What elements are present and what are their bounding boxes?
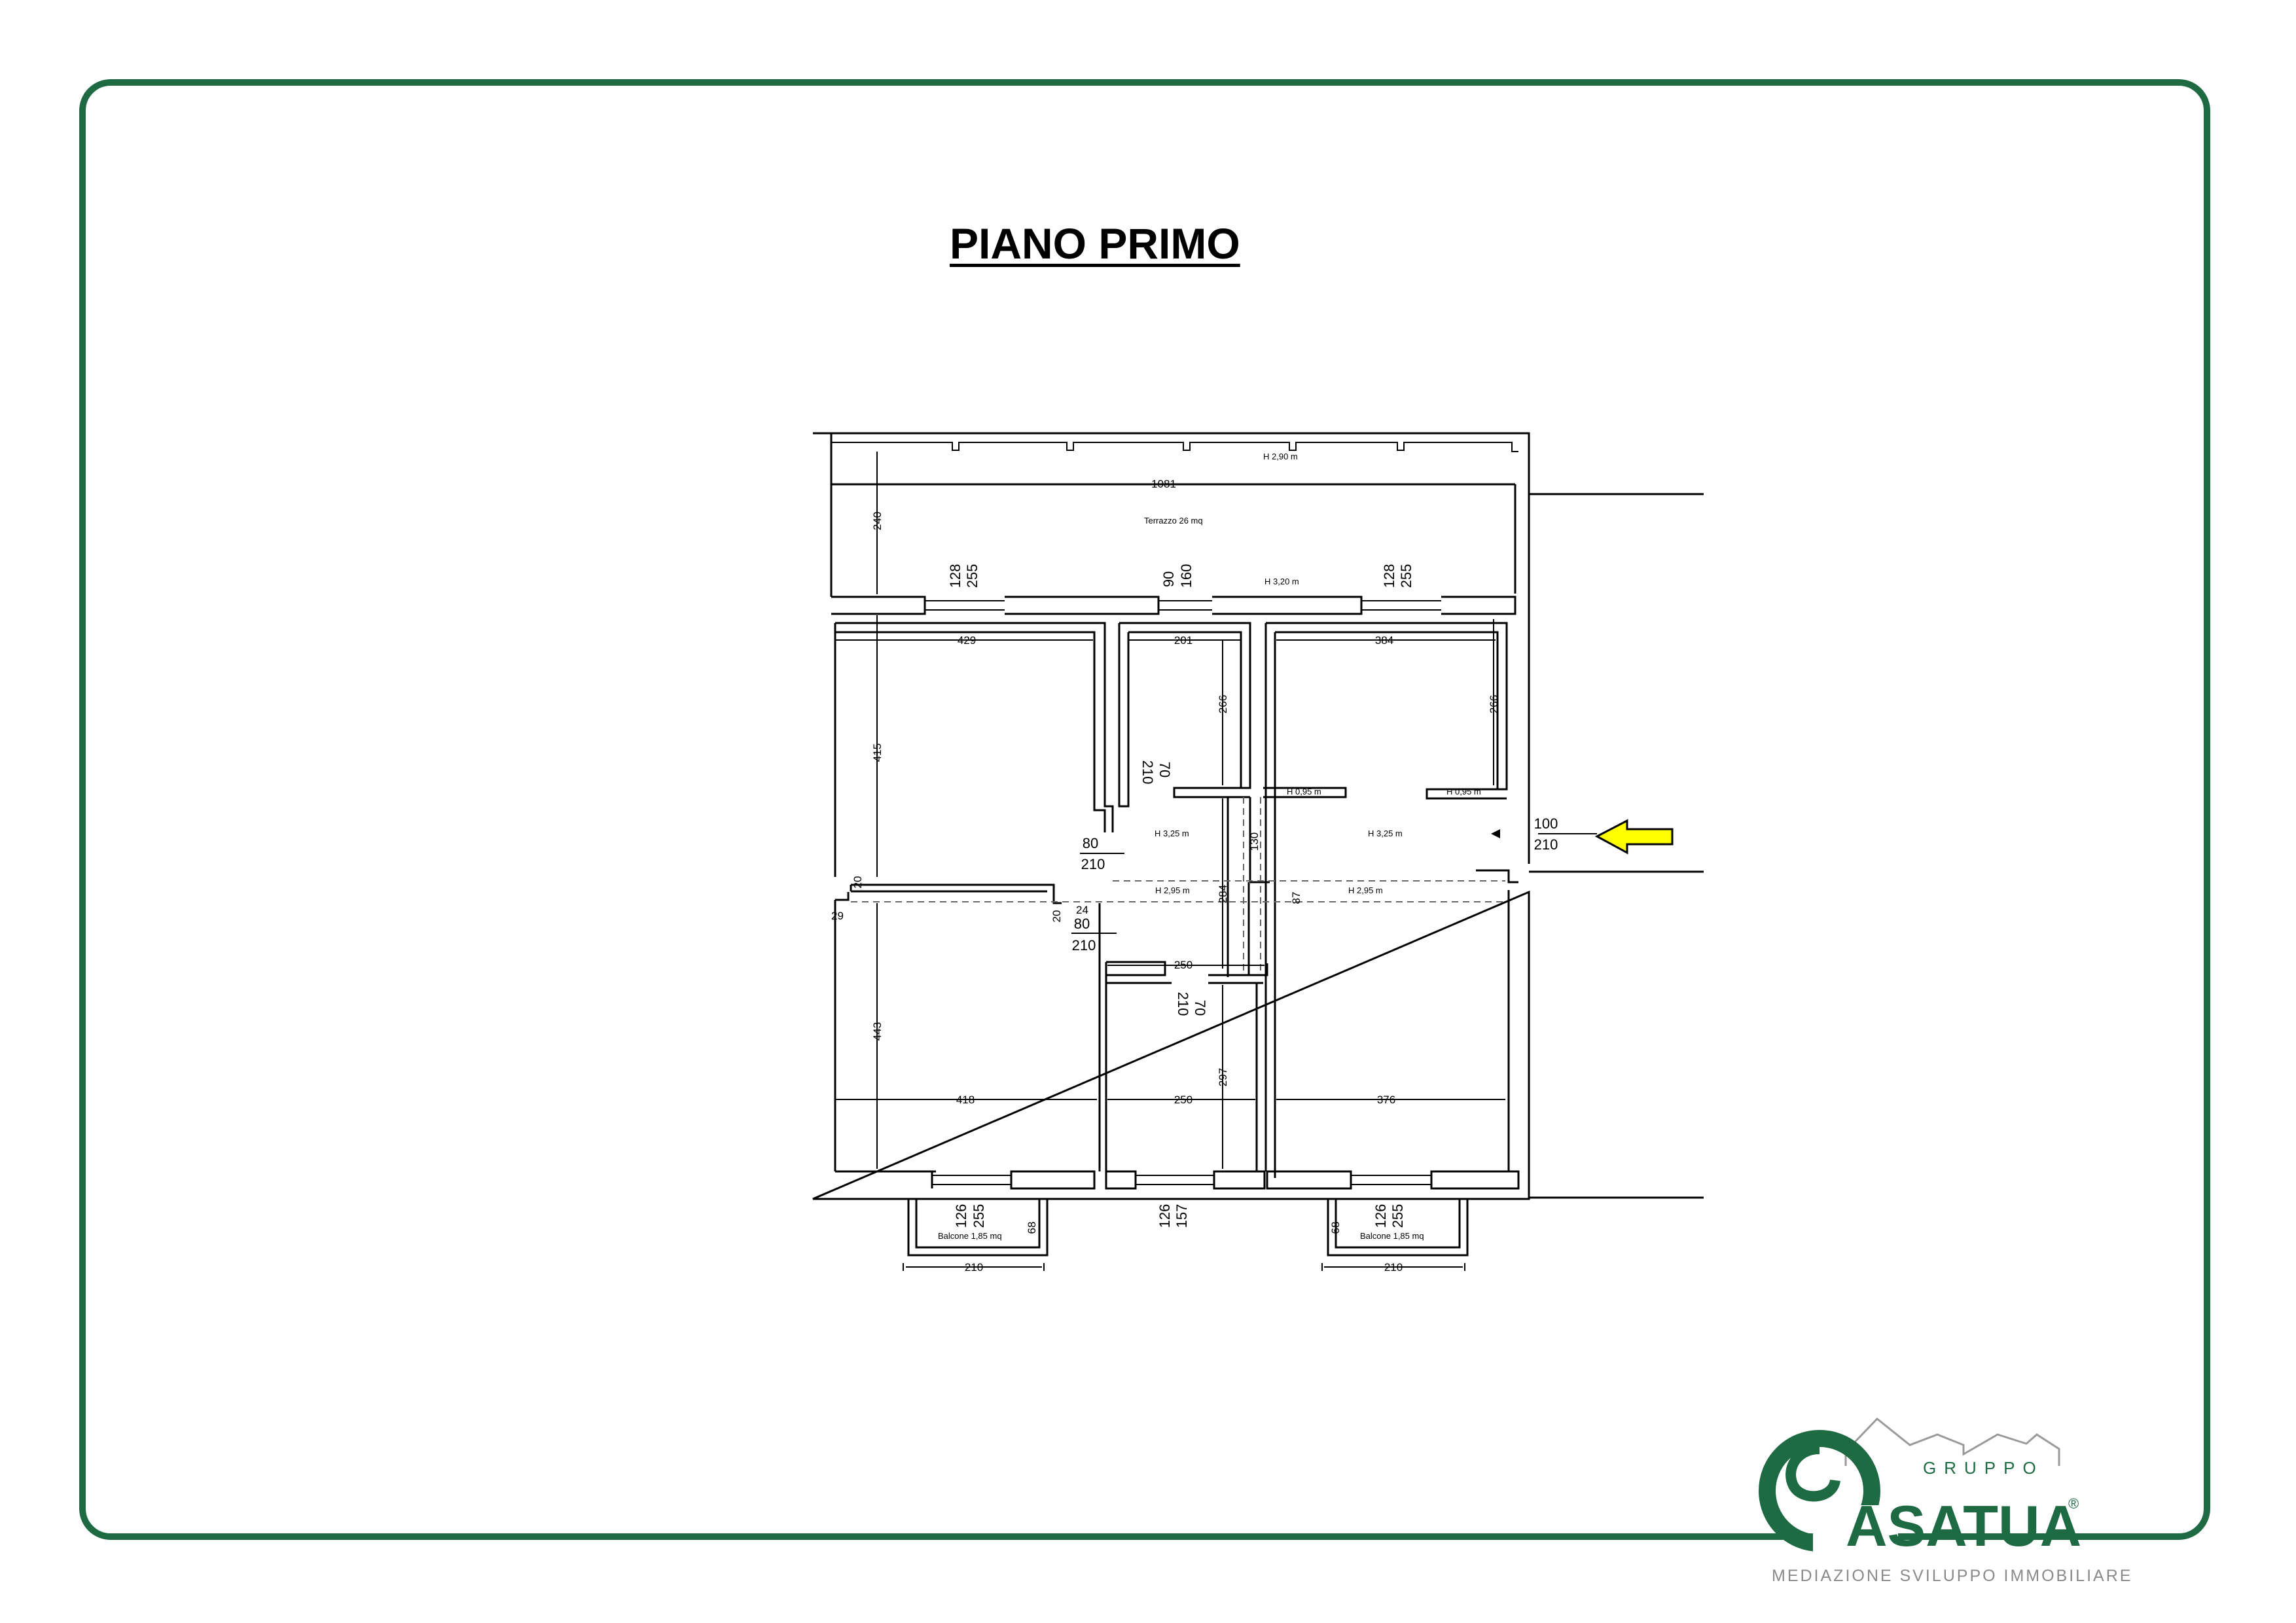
dim-small-20: 20 <box>852 876 864 889</box>
dim-balcony-right-width: 210 <box>1384 1261 1403 1274</box>
dim-small-68a: 68 <box>1026 1222 1038 1234</box>
outer-walls <box>812 432 1704 1200</box>
label-terrace-height: H 2,90 m <box>1263 452 1298 461</box>
height-labels: H 2,90 m H 3,20 m H 3,25 m H 3,25 m H 2,… <box>938 452 1481 1241</box>
opening-win-tr-a: 128 <box>1381 564 1397 588</box>
dim-room-bl-height: 443 <box>871 1022 884 1041</box>
opening-door-bl-a: 80 <box>1074 916 1090 932</box>
page-title: PIANO PRIMO <box>950 219 1240 268</box>
dim-terrace-width: 1081 <box>1151 478 1176 490</box>
opening-entry-a: 100 <box>1534 815 1558 832</box>
opening-door-tm-b: 160 <box>1178 564 1194 588</box>
opening-win-tl-b: 255 <box>964 564 980 588</box>
dim-room-tr-height: 266 <box>1488 695 1500 713</box>
dim-small-68b: 68 <box>1329 1222 1342 1234</box>
opening-door-bm-a: 70 <box>1192 1000 1208 1016</box>
opening-door-bl-b: 210 <box>1072 937 1096 954</box>
opening-win-br-a: 126 <box>1372 1204 1389 1228</box>
logo-registered: ® <box>2068 1495 2079 1512</box>
dimension-lines <box>834 452 1597 1271</box>
dim-right-hall: 87 <box>1290 892 1302 904</box>
dim-room-bl-width: 418 <box>956 1094 975 1106</box>
dim-room-bm-height: 297 <box>1217 1068 1229 1086</box>
opening-win-bm-b: 157 <box>1174 1204 1190 1228</box>
dim-room-tm-width: 201 <box>1174 634 1193 647</box>
lowered-ceiling-lines <box>851 797 1505 975</box>
dim-terrace-depth: 240 <box>871 512 884 530</box>
label-lowered-left: H 2,95 m <box>1155 885 1190 895</box>
dim-room-bm-top: 250 <box>1174 959 1193 971</box>
label-hatch-right: H 0,95 m <box>1446 787 1481 796</box>
label-hatch-mid: H 0,95 m <box>1287 787 1321 796</box>
logo-name: ASATUA <box>1846 1493 2081 1558</box>
opening-win-tr-b: 255 <box>1398 564 1414 588</box>
company-logo: GRUPPO ASATUA ® <box>1759 1417 2081 1558</box>
interior-walls <box>831 596 1520 1190</box>
dim-room-tr-width: 384 <box>1375 634 1393 647</box>
label-balcony-right: Balcone 1,85 mq <box>1360 1231 1424 1241</box>
label-hall-right-height: H 3,25 m <box>1368 829 1403 838</box>
dim-small-20b: 20 <box>1050 910 1063 923</box>
opening-door-bm-b: 210 <box>1175 992 1191 1016</box>
door-labels: 80 210 80 210 100 210 <box>1072 815 1558 954</box>
opening-entry-b: 210 <box>1534 836 1558 853</box>
dim-small-24: 24 <box>1076 904 1088 916</box>
dim-balcony-left-width: 210 <box>965 1261 983 1274</box>
dim-small-29: 29 <box>831 910 844 922</box>
dim-room-tl-width: 429 <box>958 634 976 647</box>
opening-door-bath-b: 210 <box>1139 760 1156 785</box>
label-terrace-area: Terrazzo 26 mq <box>1144 516 1203 526</box>
opening-win-bm-a: 126 <box>1157 1204 1173 1228</box>
opening-door-room-b: 210 <box>1081 856 1105 872</box>
vertical-dimension-labels: 240 415 266 266 443 297 284 130 87 20 20… <box>852 512 1500 1234</box>
label-hall-left-height: H 3,25 m <box>1155 829 1189 838</box>
opening-door-tm-a: 90 <box>1160 571 1177 587</box>
opening-door-room-a: 80 <box>1083 835 1098 851</box>
dim-corridor-height: 284 <box>1217 885 1229 903</box>
page-frame <box>79 79 2210 1540</box>
label-bedrooms-height: H 3,20 m <box>1265 577 1299 586</box>
label-balcony-left: Balcone 1,85 mq <box>938 1231 1002 1241</box>
entry-arrow <box>1491 819 1674 855</box>
dim-room-br-width: 376 <box>1377 1094 1395 1106</box>
logo-house-outline <box>1844 1417 2060 1466</box>
opening-labels: 128 255 90 160 128 255 70 210 70 210 126… <box>947 564 1414 1228</box>
dimension-labels: 1081 429 201 384 418 250 376 250 210 210… <box>831 478 1403 1274</box>
opening-win-tl-a: 128 <box>947 564 963 588</box>
opening-win-br-b: 255 <box>1390 1204 1406 1228</box>
terrace-parapet <box>831 442 1518 452</box>
logo-gruppo: GRUPPO <box>1923 1458 2044 1478</box>
dim-room-tl-height: 415 <box>871 743 884 762</box>
label-lowered-right: H 2,95 m <box>1348 885 1383 895</box>
dim-corridor-width: 130 <box>1248 832 1261 851</box>
balconies <box>907 1199 1469 1257</box>
opening-door-bath-a: 70 <box>1157 762 1173 777</box>
logo-swirl <box>1785 1444 1840 1502</box>
logo-tagline: MEDIAZIONE SVILUPPO IMMOBILIARE <box>1772 1567 2133 1585</box>
window-glazing <box>925 600 1441 1185</box>
opening-win-bl-a: 126 <box>953 1204 969 1228</box>
dim-room-tm-height: 266 <box>1217 695 1229 713</box>
opening-win-bl-b: 255 <box>971 1204 987 1228</box>
dim-room-bm-width: 250 <box>1174 1094 1193 1106</box>
